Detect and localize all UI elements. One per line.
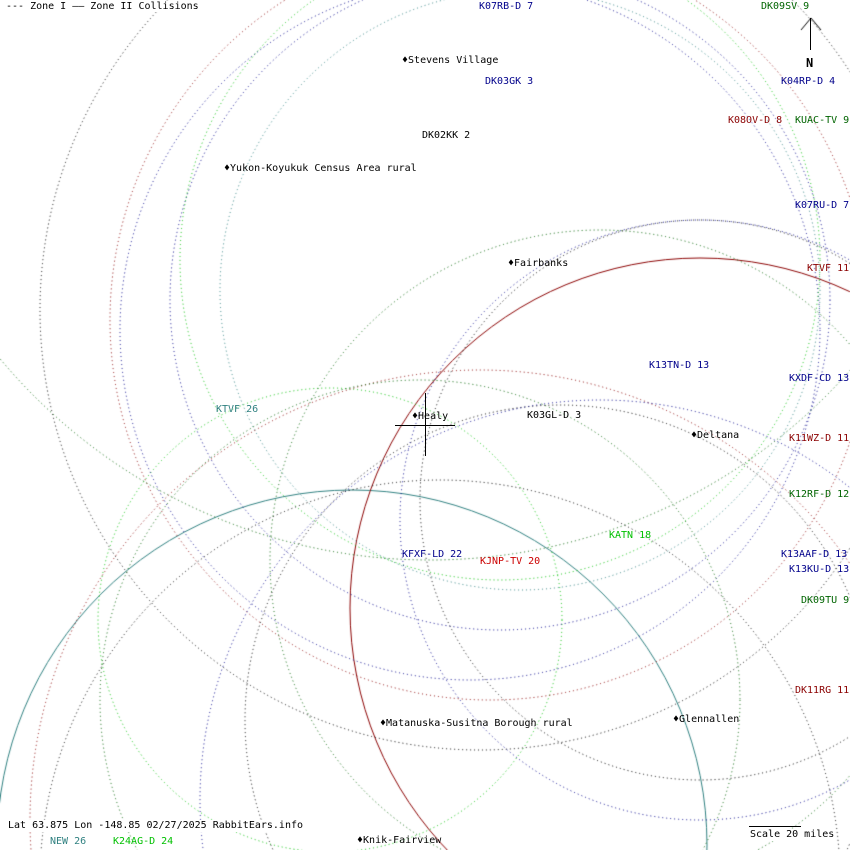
coordinates-footer: Lat 63.875 Lon -148.85 02/27/2025 Rabbit… bbox=[8, 820, 304, 832]
station-label[interactable]: NEW 26 bbox=[50, 836, 87, 847]
scale-label: Scale 20 miles bbox=[750, 829, 835, 841]
station-label[interactable]: K04RP-D 4 bbox=[781, 76, 836, 87]
city-yukon-koyukuk: ♦Yukon-Koyukuk Census Area rural bbox=[224, 163, 417, 174]
station-label[interactable]: DK02KK 2 bbox=[422, 130, 471, 141]
station-label[interactable]: K07RU-D 7 bbox=[795, 200, 850, 211]
station-label[interactable]: DK09SV 9 bbox=[761, 1, 810, 12]
legend-zone2: —— Zone II Collisions bbox=[72, 1, 199, 12]
city-matanuska-susitna: ♦Matanuska-Susitna Borough rural bbox=[380, 718, 573, 729]
healy-crosshair-vertical bbox=[425, 393, 426, 456]
station-label[interactable]: K11WZ-D 11 bbox=[789, 433, 850, 444]
station-label[interactable]: K03GL-D 3 bbox=[527, 410, 582, 421]
map-legend: --- Zone I —— Zone II Collisions bbox=[6, 1, 199, 12]
station-label[interactable]: K24AG-D 24 bbox=[113, 836, 174, 847]
station-label[interactable]: K13AAF-D 13 bbox=[781, 549, 848, 560]
station-label[interactable]: K08OV-D 8 bbox=[728, 115, 783, 126]
station-label[interactable]: KJNP-TV 20 bbox=[480, 556, 541, 567]
station-label[interactable]: DK03GK 3 bbox=[485, 76, 534, 87]
city-stevens-village: ♦Stevens Village bbox=[402, 55, 499, 66]
city-glennallen: ♦Glennallen bbox=[673, 714, 740, 725]
station-label[interactable]: KTVF 26 bbox=[216, 404, 259, 415]
station-label[interactable]: DK09TU 9 bbox=[801, 595, 850, 606]
city-deltana: ♦Deltana bbox=[691, 430, 740, 441]
station-label[interactable]: KATN 18 bbox=[609, 530, 652, 541]
station-label[interactable]: KFXF-LD 22 bbox=[402, 549, 463, 560]
legend-zone1: --- Zone I bbox=[6, 1, 67, 12]
station-label[interactable]: K13KU-D 13 bbox=[789, 564, 850, 575]
station-label[interactable]: KXDF-CD 13 bbox=[789, 373, 850, 384]
station-label[interactable]: DK11RG 11 bbox=[795, 685, 850, 696]
scale-bar bbox=[749, 826, 801, 827]
station-label[interactable]: K13TN-D 13 bbox=[649, 360, 710, 371]
city-healy: ♦Healy bbox=[412, 411, 449, 422]
compass-north-label: N bbox=[806, 56, 814, 70]
station-label[interactable]: KUAC-TV 9 bbox=[795, 115, 850, 126]
station-label[interactable]: K12RF-D 12 bbox=[789, 489, 850, 500]
city-fairbanks: ♦Fairbanks bbox=[508, 258, 569, 269]
healy-crosshair-horizontal bbox=[395, 425, 455, 426]
station-label[interactable]: K07RB-D 7 bbox=[479, 1, 534, 12]
station-label[interactable]: KTVF 11 bbox=[807, 263, 850, 274]
city-knik-fairview: ♦Knik-Fairview bbox=[357, 835, 442, 846]
north-arrow-icon bbox=[810, 18, 811, 50]
